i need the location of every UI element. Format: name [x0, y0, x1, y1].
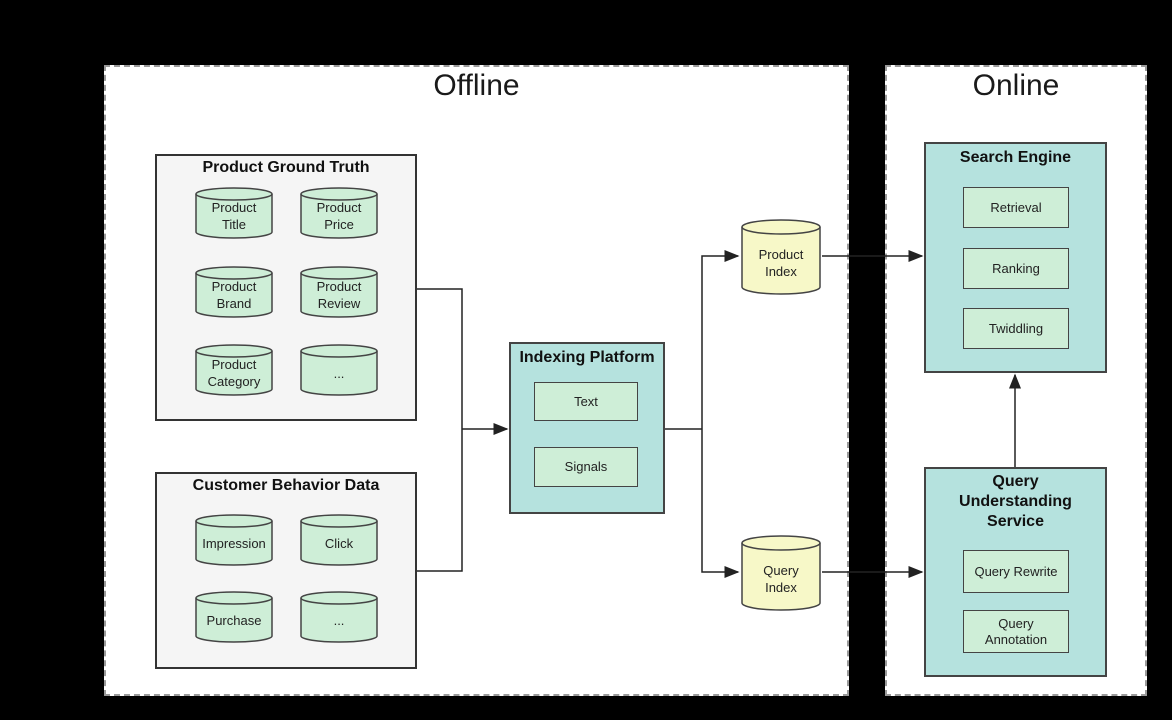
to-query-index-arrow [701, 429, 740, 578]
query-rewrite-box: Query Rewrite [963, 550, 1069, 593]
product-ground-truth-title: Product Ground Truth [202, 159, 370, 176]
twiddling-box: Twiddling [963, 308, 1069, 349]
query-annotation-box: Query Annotation [963, 610, 1069, 653]
to-product-index-arrow [701, 250, 740, 429]
product-title-store: Product Title [194, 186, 274, 240]
signals-box: Signals [534, 447, 638, 487]
purchase-store: Purchase [194, 590, 274, 644]
product-category-store: Product Category [194, 343, 274, 397]
indexing-platform-title: Indexing Platform [519, 349, 655, 366]
impression-store: Impression [194, 513, 274, 567]
text-box: Text [534, 382, 638, 421]
behavior-more-store: ... [299, 590, 379, 644]
search-engine-title: Search Engine [959, 149, 1072, 166]
query-index-store: Query Index [740, 534, 822, 612]
product-brand-store: Product Brand [194, 265, 274, 319]
online-title: Online [972, 69, 1060, 102]
query-understanding-title: Query Understanding Service [959, 473, 1072, 530]
ground-truth-connector [417, 288, 463, 429]
retrieval-box: Retrieval [963, 187, 1069, 228]
product-price-store: Product Price [299, 186, 379, 240]
product-index-store: Product Index [740, 218, 822, 296]
ranking-box: Ranking [963, 248, 1069, 289]
offline-title: Offline [433, 69, 520, 102]
product-review-store: Product Review [299, 265, 379, 319]
customer-behavior-title: Customer Behavior Data [192, 477, 380, 494]
product-more-store: ... [299, 343, 379, 397]
click-store: Click [299, 513, 379, 567]
behavior-connector [417, 429, 463, 572]
